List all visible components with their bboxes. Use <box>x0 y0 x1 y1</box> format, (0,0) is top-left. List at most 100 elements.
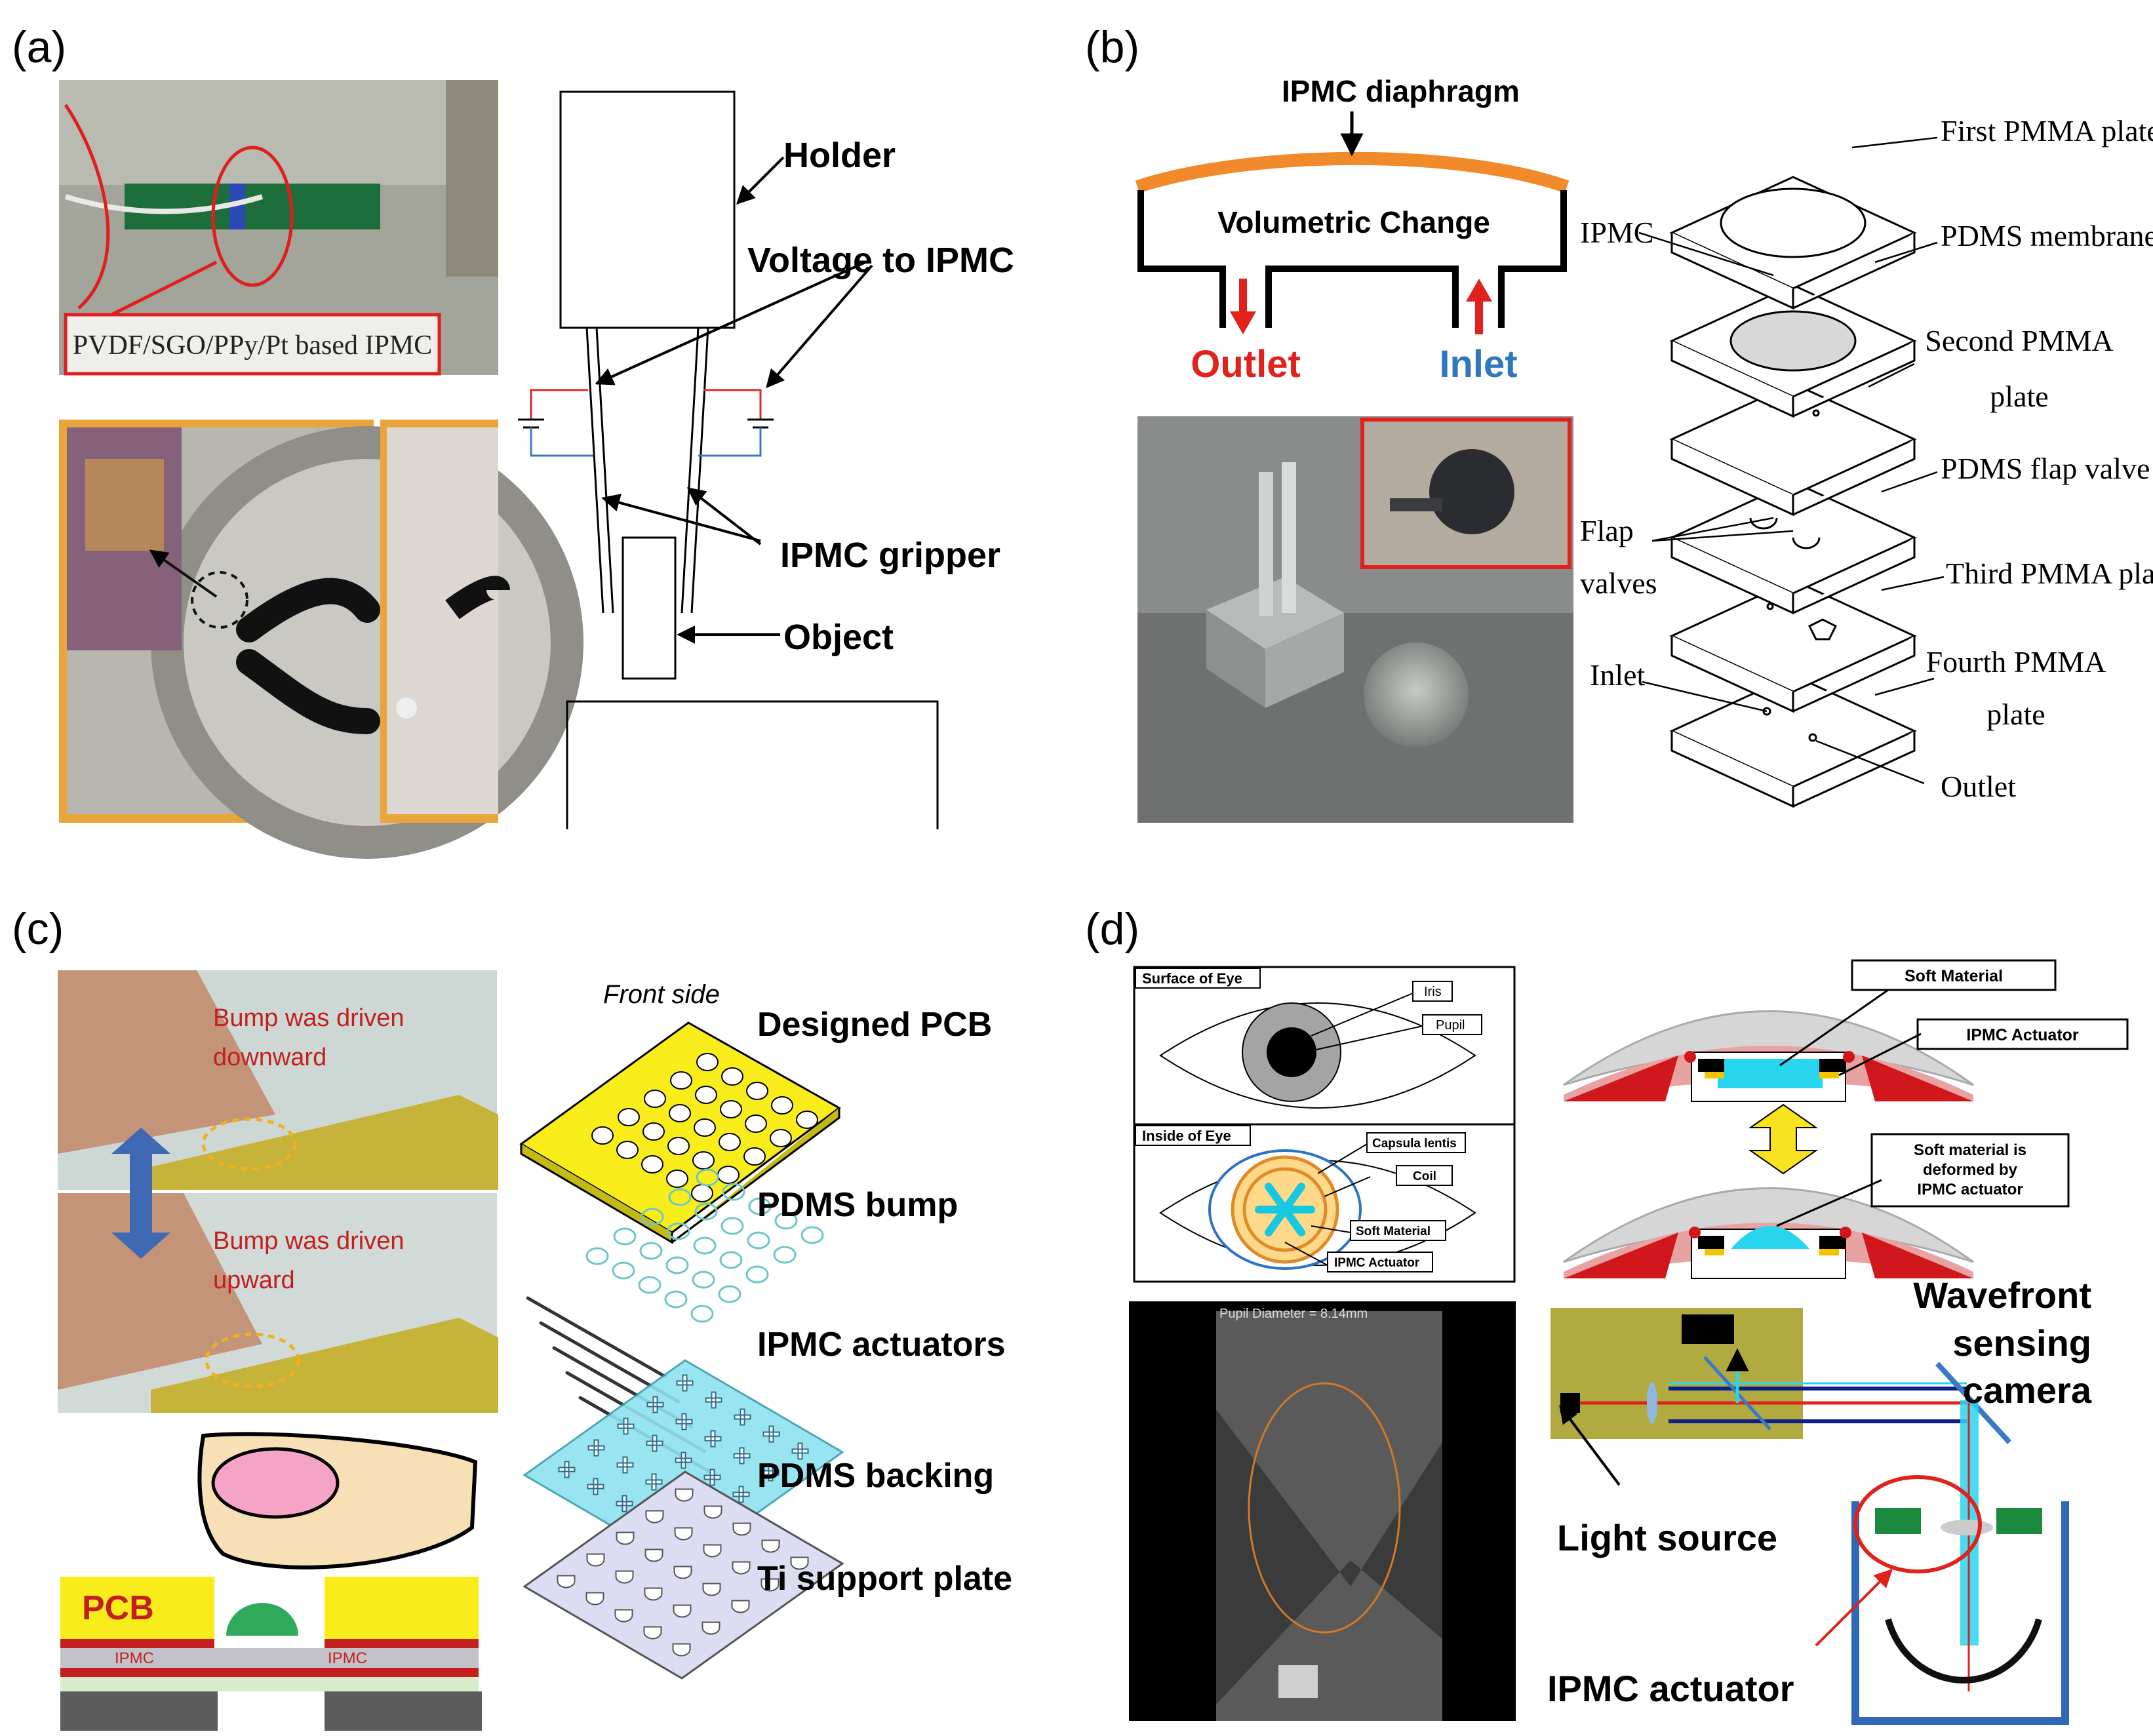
pcb-hole <box>770 1129 792 1147</box>
fourth-pmma-label-1: Fourth PMMA <box>1926 645 2106 679</box>
gripper-label: IPMC gripper <box>780 536 1000 575</box>
eye-diagram-box: Surface of Eye Iris Pupil Inside of Eye <box>1133 966 1516 1283</box>
bump-ring <box>773 1246 797 1264</box>
wavefront-label-2: sensing <box>1952 1322 2091 1364</box>
ipmc-cross-label-right: IPMC <box>328 1649 367 1667</box>
volumetric-label: Volumetric Change <box>1217 205 1490 239</box>
outlet-red-label: Outlet <box>1191 343 1301 385</box>
pcb-hole <box>641 1155 663 1174</box>
pcb-hole <box>771 1096 793 1115</box>
soft-material-box-label: Soft Material <box>1905 967 2003 985</box>
support-cell <box>732 1561 751 1575</box>
backing-cross <box>675 1451 692 1469</box>
panel-b: (b) IPMC diaphragm Volumetric Change Out… <box>1085 22 2153 823</box>
ipmc-actuator-small-label: IPMC Actuator <box>1334 1256 1420 1270</box>
wavefront-label-3: camera <box>1963 1370 2092 1411</box>
backing-cross <box>734 1408 751 1426</box>
second-pmma-label-2: plate <box>1990 380 2048 413</box>
surface-title: Surface of Eye <box>1142 970 1242 987</box>
pcb-hole <box>666 1170 688 1188</box>
pcb-hole <box>591 1126 614 1145</box>
backing-cross <box>733 1447 751 1465</box>
backing-cross <box>703 1469 721 1486</box>
lens-cross-sections: Soft Material IPMC Actuator Soft materia… <box>1563 959 2129 1279</box>
pcb-hole <box>642 1122 665 1141</box>
ipmc-cross-label-left: IPMC <box>115 1649 154 1667</box>
yellow-double-arrow-icon <box>1748 1103 1819 1175</box>
support-cell <box>616 1531 635 1545</box>
pcb-cross-label: PCB <box>82 1589 154 1627</box>
backing-cross <box>762 1425 780 1443</box>
bump-ring <box>721 1217 744 1235</box>
backing-cross <box>587 1439 605 1457</box>
coil-label: Coil <box>1413 1170 1436 1183</box>
pcb-hole <box>719 1133 741 1151</box>
pump-schematic: IPMC diaphragm Volumetric Change Outlet … <box>1135 74 1570 385</box>
ipmc-actuator-label: IPMC actuator <box>1547 1668 1794 1709</box>
inlet-label: Inlet <box>1590 658 1646 692</box>
layer-label-3: PDMS backing <box>757 1457 994 1495</box>
support-cell <box>644 1549 663 1562</box>
bump-ring <box>800 1226 824 1244</box>
bump-ring <box>774 1212 798 1230</box>
second-pmma-label-1: Second PMMA <box>1925 324 2114 357</box>
pump-exploded-view <box>1638 136 1945 808</box>
bump-ring <box>612 1261 635 1280</box>
pdms-membrane-label: PDMS membrane <box>1941 219 2153 252</box>
flap-label-2: valves <box>1580 566 1657 600</box>
bump-ring <box>722 1183 745 1201</box>
first-pmma-label: First PMMA plate <box>1941 114 2153 148</box>
braille-exploded-view: Front side <box>519 980 844 1680</box>
voltage-label: Voltage to IPMC <box>747 241 1014 280</box>
panel-b-label: (b) <box>1085 22 1139 72</box>
pcb-hole <box>644 1090 666 1108</box>
support-cell <box>703 1505 722 1519</box>
bump-ring <box>667 1222 690 1240</box>
bump-ring <box>718 1285 741 1303</box>
bump-ring <box>664 1290 688 1309</box>
bump-ring <box>613 1227 637 1246</box>
bump-ring <box>696 1168 719 1187</box>
pcb-hole <box>694 1118 716 1137</box>
pump-photo <box>1137 416 1573 823</box>
bump-ring <box>665 1256 689 1274</box>
support-cell <box>732 1522 751 1536</box>
bump-ring <box>694 1202 718 1221</box>
pupil-label: Pupil <box>1436 1018 1465 1033</box>
backing-cross <box>704 1430 722 1448</box>
backing-cross <box>676 1374 694 1392</box>
bump-ring <box>748 1197 772 1215</box>
support-cell <box>674 1527 693 1541</box>
support-cell <box>702 1583 721 1596</box>
ipmc-actuator-box-label: IPMC Actuator <box>1966 1026 2079 1044</box>
panel-c-label: (c) <box>12 904 64 954</box>
bump-ring <box>639 1242 663 1260</box>
pcb-hole <box>796 1111 818 1129</box>
support-cell <box>675 1488 694 1502</box>
optical-setup: Wavefront sensing camera Light source IP… <box>1547 1274 2092 1725</box>
wavefront-label-1: Wavefront <box>1913 1274 2091 1316</box>
bump-up-text-1: Bump was driven <box>213 1227 404 1255</box>
support-cell <box>644 1587 663 1601</box>
pdms-flap-label: PDMS flap valve <box>1941 452 2150 485</box>
pcb-hole <box>696 1053 719 1071</box>
outlet-label: Outlet <box>1941 770 2016 803</box>
photo-caption: PVDF/SGO/PPy/Pt based IPMC <box>73 330 432 361</box>
backing-cross <box>587 1478 604 1495</box>
support-cell <box>672 1643 691 1657</box>
backing-cross <box>645 1473 663 1491</box>
panel-c: (c) Bump was driven downward Bump was dr… <box>12 904 1012 1731</box>
backing-cross <box>558 1461 576 1478</box>
support-cell <box>557 1575 576 1588</box>
bump-ring <box>668 1188 692 1206</box>
holder-label: Holder <box>783 136 896 175</box>
support-cell <box>586 1553 605 1567</box>
support-cell <box>731 1600 750 1613</box>
deformed-text-3: IPMC actuator <box>1917 1181 2023 1198</box>
bump-up-text-2: upward <box>213 1267 295 1294</box>
backing-cross <box>675 1413 693 1430</box>
pcb-hole <box>720 1100 742 1118</box>
braille-cross-section: PCB IPMC IPMC <box>60 1432 482 1731</box>
panel-d-label: (d) <box>1085 904 1139 954</box>
backing-cross <box>646 1396 664 1413</box>
